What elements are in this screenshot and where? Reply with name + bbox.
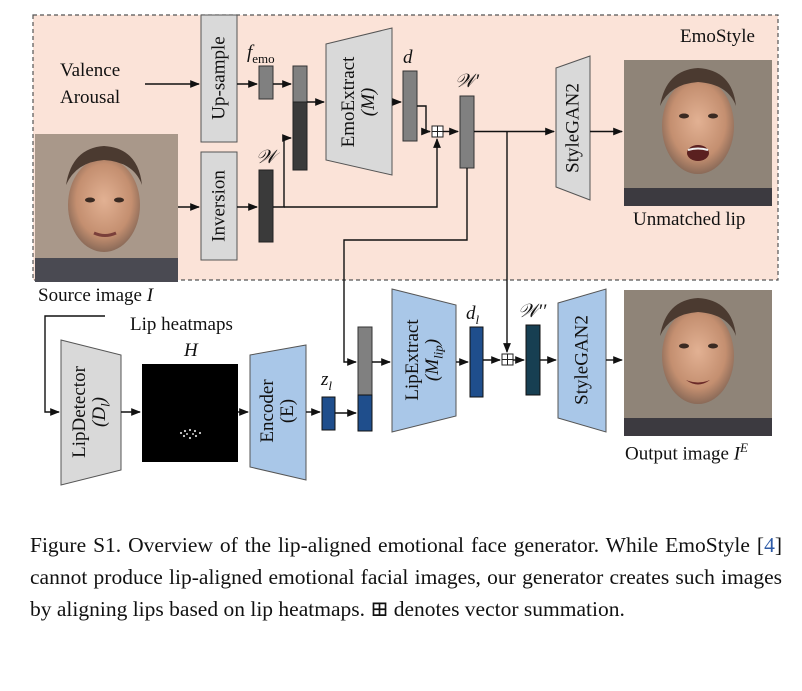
lipextract-label: LipExtract(Mlip) xyxy=(401,319,446,401)
d-label: d xyxy=(403,47,413,68)
sum-node-top xyxy=(431,125,444,138)
upsample-label: Up-sample xyxy=(208,36,230,120)
inversion-label: Inversion xyxy=(208,170,230,242)
emoextract-block xyxy=(325,27,393,176)
d-vector xyxy=(402,70,418,142)
diagram-canvas xyxy=(32,14,779,486)
lip-heatmap-image xyxy=(142,364,238,462)
zl-label: zl xyxy=(321,369,333,393)
arrow-w-sum xyxy=(284,138,441,208)
stylegan2-bottom-label: StyleGAN2 xyxy=(571,315,593,405)
unmatched-lip-face-image xyxy=(624,60,772,206)
emoextract-label: EmoExtract(M) xyxy=(338,56,379,148)
stylegan2-top-block xyxy=(555,55,591,201)
concat-lower-top xyxy=(357,326,373,396)
dl-label: dl xyxy=(466,303,480,327)
f-emo-vector xyxy=(258,65,274,100)
arrow-d-sum xyxy=(417,105,431,136)
w-dprime-vector xyxy=(525,324,541,396)
w-dprime-label: 𝒲′′ xyxy=(518,301,547,322)
concat-lower-bottom xyxy=(357,394,373,432)
arrow-w-concat xyxy=(273,134,292,208)
output-face-image xyxy=(624,290,772,436)
encoder-label: Encoder(E) xyxy=(257,379,298,443)
upsample-block xyxy=(200,14,238,143)
source-image-label: Source image I xyxy=(38,285,154,306)
w-label: 𝒲 xyxy=(256,147,276,168)
lipdetector-label: LipDetector(Dl) xyxy=(68,366,113,458)
emostyle-title: EmoStyle xyxy=(680,26,755,47)
dl-vector xyxy=(469,326,484,398)
w-prime-label: 𝒲′ xyxy=(455,71,480,92)
lipextract-block xyxy=(391,288,457,433)
lip-heatmaps-label: Lip heatmaps xyxy=(130,314,233,335)
f-emo-label: femo xyxy=(247,42,275,66)
unmatched-lip-label: Unmatched lip xyxy=(633,209,746,230)
arrow-source-lipdetector xyxy=(44,315,105,416)
source-face-image xyxy=(35,134,178,282)
inversion-block xyxy=(200,151,238,261)
output-image-label: Output image IE xyxy=(625,440,748,465)
valence-label: Valence xyxy=(60,60,121,81)
w-vector xyxy=(258,169,274,243)
stylegan2-bottom-block xyxy=(557,288,607,433)
concat-vector-top xyxy=(292,65,308,103)
stylegan2-top-label: StyleGAN2 xyxy=(562,83,584,173)
w-prime-vector xyxy=(459,95,475,169)
encoder-block xyxy=(249,344,307,481)
arrow-wprime-concat-lower xyxy=(343,168,468,366)
citation-link[interactable]: 4 xyxy=(764,533,775,557)
h-label: H xyxy=(184,340,198,361)
zl-vector xyxy=(321,396,336,431)
concat-vector-bottom xyxy=(292,101,308,171)
architecture-diagram: EmoStyle Valence Arousal Up-sample Inver… xyxy=(32,14,779,486)
arousal-label: Arousal xyxy=(60,87,121,108)
figure-caption: Figure S1. Overview of the lip-aligned e… xyxy=(30,533,782,621)
lipdetector-block xyxy=(60,339,122,486)
lip-heatmap-dots xyxy=(179,428,202,440)
sum-node-bottom xyxy=(501,353,514,366)
